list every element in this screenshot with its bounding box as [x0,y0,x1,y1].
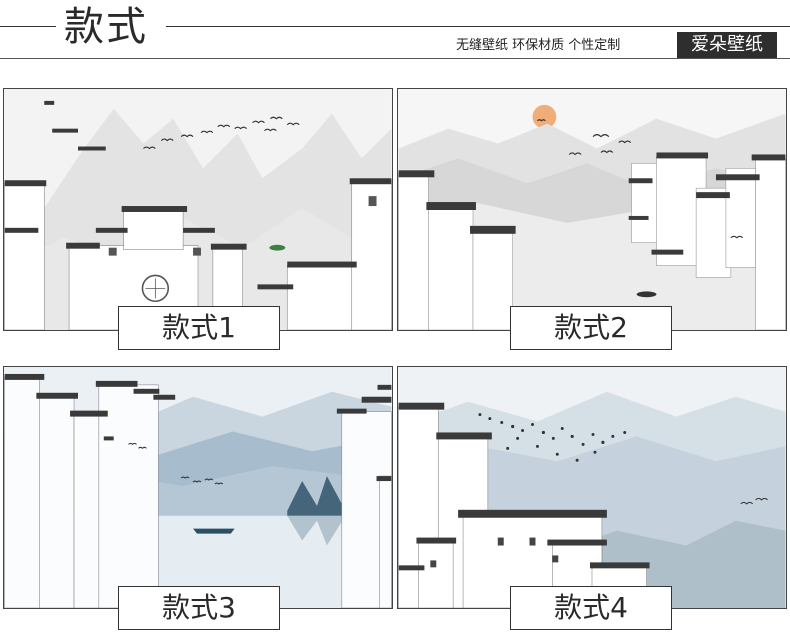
style-card-4[interactable] [397,366,787,609]
header: 款式 无缝壁纸 环保材质 个性定制 爱朵壁纸 [0,0,790,62]
header-divider [0,58,790,59]
style-label-3: 款式3 [118,586,280,630]
header-line-left [0,26,56,27]
style-label-1: 款式1 [118,306,280,350]
style-card-2[interactable] [397,88,787,331]
style-4-image [398,367,786,608]
brand-badge: 爱朵壁纸 [677,32,777,58]
style-card-3[interactable] [3,366,393,609]
header-line-right [166,26,790,27]
page-title: 款式 [64,4,148,50]
style-2-image [398,89,786,330]
style-1-image [4,89,392,330]
style-3-image [4,367,392,608]
style-label-2: 款式2 [510,306,672,350]
header-subtitle: 无缝壁纸 环保材质 个性定制 [456,38,621,53]
style-card-1[interactable] [3,88,393,331]
style-label-4: 款式4 [510,586,672,630]
